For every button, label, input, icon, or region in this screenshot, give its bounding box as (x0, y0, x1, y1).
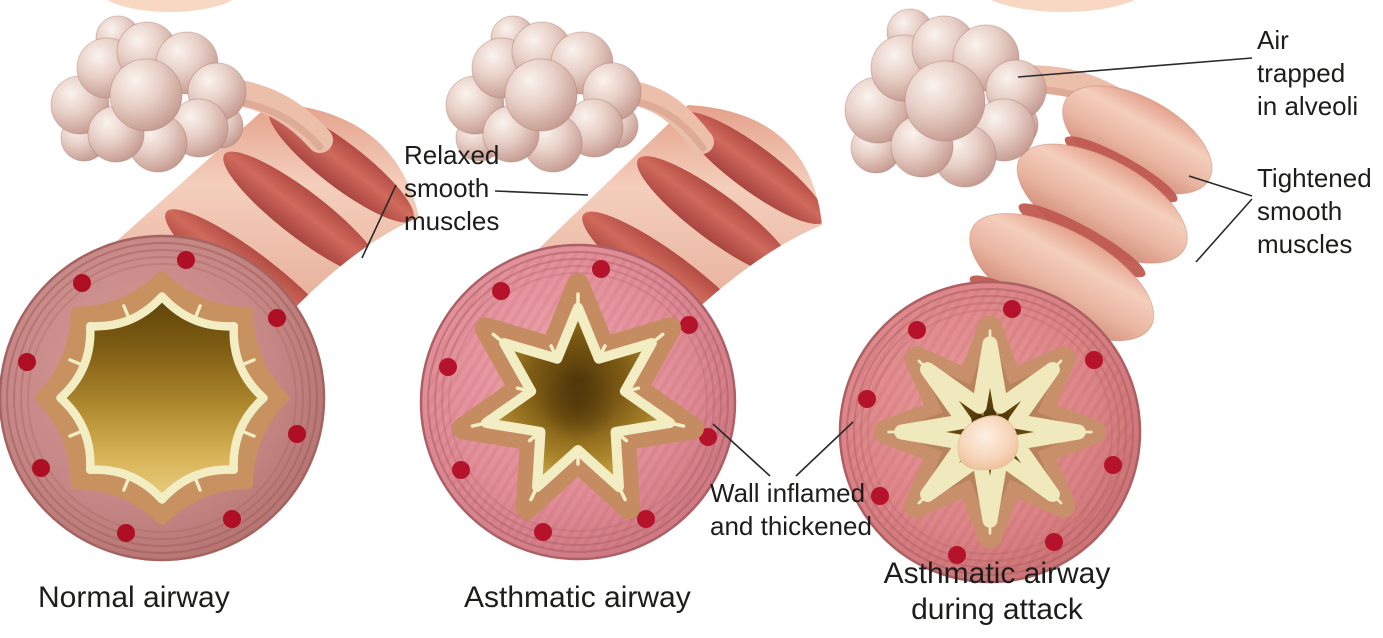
airway-asthmatic-illustration (419, 15, 822, 561)
caption-asthmatic-airway-during-attack: Asthmatic airway during attack (883, 557, 1111, 626)
alveoli-cluster (50, 15, 247, 173)
airway-attack-illustration (838, 8, 1213, 584)
blood-vessel-dots (439, 260, 717, 541)
leader-air-trapped (1017, 57, 1253, 78)
epithelium-cilia (68, 304, 256, 492)
muscle-band (680, 111, 822, 225)
muscle-band (637, 156, 795, 278)
cross-section (838, 280, 1142, 584)
cropped-peach-shape-left (107, 0, 233, 12)
leader-relaxed-to-asthmatic (494, 190, 589, 196)
label-wall-inflamed-thickened: Wall inflamed and thickened (710, 478, 872, 541)
lumen (56, 292, 268, 504)
airway-normal-illustration (0, 15, 419, 562)
epithelium-cilia (887, 329, 1093, 535)
leader-tightened-lower (1195, 198, 1253, 263)
leader-wall-to-attack (795, 421, 854, 477)
mucus-plug (957, 415, 1019, 471)
caption-normal-airway: Normal airway (38, 581, 230, 614)
label-relaxed-smooth-muscles: Relaxed smooth muscles (404, 140, 500, 236)
blood-vessel-dots (858, 300, 1122, 564)
cross-section (419, 243, 737, 561)
cropped-top-shapes (107, 0, 1135, 12)
cross-section (0, 234, 326, 562)
caption-asthmatic-airway: Asthmatic airway (464, 581, 691, 614)
alveoli-cluster (844, 8, 1047, 188)
leader-relaxed-to-normal (361, 184, 397, 259)
lumen-depression (540, 366, 616, 442)
blood-vessel-dots (18, 251, 306, 542)
leader-tightened-upper (1188, 175, 1253, 197)
leader-wall-to-asthmatic (712, 423, 771, 477)
alveoli-cluster (445, 15, 642, 173)
leader-lines (361, 57, 1253, 477)
muscle-band (223, 151, 383, 278)
label-air-trapped-in-alveoli: Air trapped in alveoli (1257, 25, 1359, 121)
cropped-peach-shape-right (991, 0, 1135, 12)
epithelium-cilia (470, 292, 686, 502)
label-tightened-smooth-muscles: Tightened smooth muscles (1257, 163, 1372, 259)
